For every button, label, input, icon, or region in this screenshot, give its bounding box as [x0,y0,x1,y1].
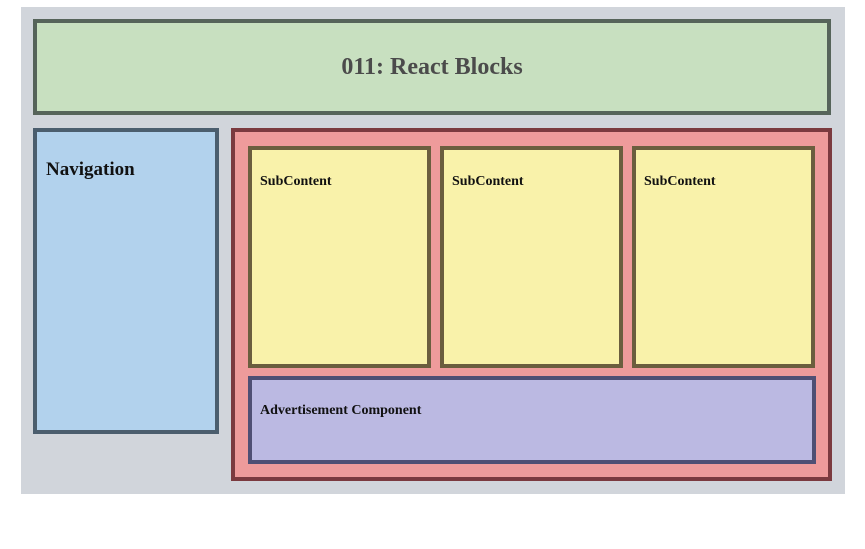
navigation-label: Navigation [46,159,135,180]
subcontent-label: SubContent [452,174,524,189]
subcontent-label: SubContent [260,174,332,189]
navigation-block: Navigation [33,128,219,434]
subcontent-block: SubContent [248,146,431,368]
page-title: 011: React Blocks [341,53,523,80]
header-block: 011: React Blocks [33,19,831,115]
advertisement-label: Advertisement Component [260,403,422,418]
main-content-block: SubContent SubContent SubContent Adverti… [231,128,832,481]
advertisement-block: Advertisement Component [248,376,816,464]
app-container: 011: React Blocks Navigation SubContent … [21,7,845,494]
subcontent-label: SubContent [644,174,716,189]
subcontent-block: SubContent [440,146,623,368]
subcontent-block: SubContent [632,146,815,368]
